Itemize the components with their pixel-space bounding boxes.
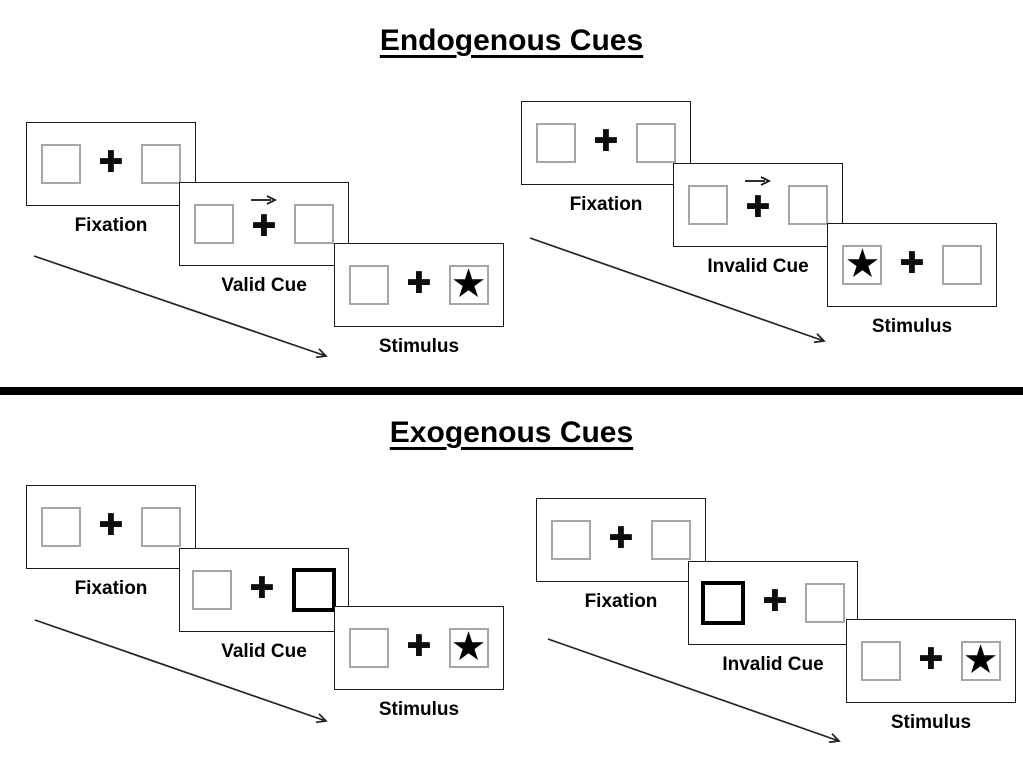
fixation-cross-icon: ✚ (98, 509, 124, 542)
exo-invalid-fixation-panel: ✚ Fixation (536, 498, 706, 613)
fixation-cross-icon: ✚ (406, 630, 432, 663)
left-placeholder-box (349, 628, 390, 668)
left-placeholder-box (41, 507, 82, 547)
panel-label: Stimulus (378, 336, 460, 357)
exo-valid-time-arrow (34, 619, 328, 724)
screen-frame: ✚ ★ (334, 606, 504, 690)
panel-label: Fixation (584, 591, 658, 612)
right-placeholder-box (293, 204, 334, 244)
right-placeholder-box (140, 144, 181, 184)
left-placeholder-box (349, 265, 390, 305)
exogenous-section-title: Exogenous Cues (0, 416, 1023, 450)
left-bold-cue-box (701, 581, 746, 625)
right-target-box: ★ (960, 638, 1001, 682)
screen-frame: ✚ (26, 485, 196, 569)
endo-valid-cue-panel: ✚ Valid Cue (179, 182, 349, 297)
fixation-cross-icon: ✚ (745, 191, 771, 224)
screen-frame: ★ ✚ (827, 223, 997, 307)
endo-valid-time-arrow (33, 255, 328, 359)
endogenous-section-title: Endogenous Cues (0, 24, 1023, 58)
fixation-cross-icon: ✚ (249, 572, 275, 605)
panel-label: Stimulus (890, 712, 972, 733)
panel-label: Valid Cue (221, 275, 307, 296)
endo-valid-fixation-panel: ✚ Fixation (26, 122, 196, 237)
star-target-icon: ★ (962, 638, 999, 682)
fixation-cross-icon: ✚ (608, 522, 634, 555)
panel-label: Fixation (74, 215, 148, 236)
section-divider (0, 387, 1023, 395)
left-target-box: ★ (842, 242, 883, 286)
exo-invalid-stimulus-panel: ✚ ★ Stimulus (846, 619, 1016, 734)
panel-label: Invalid Cue (707, 256, 809, 277)
right-placeholder-box (650, 520, 691, 560)
exo-invalid-time-arrow (547, 638, 841, 744)
fixation-cross-icon: ✚ (251, 210, 277, 243)
screen-frame: ✚ (536, 498, 706, 582)
star-target-icon: ★ (450, 262, 487, 306)
endo-invalid-time-arrow (529, 237, 826, 344)
right-placeholder-box (941, 245, 982, 285)
endogenous-title-text: Endogenous Cues (379, 24, 644, 57)
exo-invalid-cue-panel: ✚ Invalid Cue (688, 561, 858, 676)
central-cue: ✚ (250, 195, 277, 243)
right-placeholder-box (635, 123, 676, 163)
panel-label: Invalid Cue (722, 654, 824, 675)
star-target-icon: ★ (844, 242, 881, 286)
fixation-cross-icon: ✚ (593, 125, 619, 158)
panel-label: Valid Cue (221, 641, 307, 662)
left-placeholder-box (194, 204, 235, 244)
central-cue: ✚ (744, 176, 771, 224)
endo-invalid-fixation-panel: ✚ Fixation (521, 101, 691, 216)
fixation-cross-icon: ✚ (762, 585, 788, 618)
fixation-cross-icon: ✚ (98, 146, 124, 179)
endo-invalid-cue-panel: ✚ Invalid Cue (673, 163, 843, 278)
screen-frame: ✚ ★ (334, 243, 504, 327)
fixation-cross-icon: ✚ (406, 267, 432, 300)
cue-arrow-right-icon (250, 195, 277, 205)
left-placeholder-box (861, 641, 902, 681)
screen-frame: ✚ (673, 163, 843, 247)
screen-frame: ✚ (179, 548, 349, 632)
right-target-box: ★ (448, 625, 489, 669)
panel-label: Fixation (569, 194, 643, 215)
exo-valid-fixation-panel: ✚ Fixation (26, 485, 196, 600)
panel-label: Stimulus (871, 316, 953, 337)
screen-frame: ✚ (179, 182, 349, 266)
exo-valid-stimulus-panel: ✚ ★ Stimulus (334, 606, 504, 721)
left-placeholder-box (688, 185, 729, 225)
right-bold-cue-box (291, 568, 336, 612)
exogenous-title-text: Exogenous Cues (389, 416, 634, 449)
fixation-cross-icon: ✚ (918, 643, 944, 676)
right-placeholder-box (804, 583, 845, 623)
star-target-icon: ★ (450, 625, 487, 669)
screen-frame: ✚ ★ (846, 619, 1016, 703)
screen-frame: ✚ (688, 561, 858, 645)
left-placeholder-box (192, 570, 233, 610)
screen-frame: ✚ (26, 122, 196, 206)
left-placeholder-box (536, 123, 577, 163)
fixation-cross-icon: ✚ (899, 247, 925, 280)
endo-invalid-stimulus-panel: ★ ✚ Stimulus (827, 223, 997, 338)
right-placeholder-box (140, 507, 181, 547)
left-placeholder-box (41, 144, 82, 184)
left-placeholder-box (551, 520, 592, 560)
endo-valid-stimulus-panel: ✚ ★ Stimulus (334, 243, 504, 358)
panel-label: Stimulus (378, 699, 460, 720)
right-target-box: ★ (448, 262, 489, 306)
panel-label: Fixation (74, 578, 148, 599)
exo-valid-cue-panel: ✚ Valid Cue (179, 548, 349, 663)
screen-frame: ✚ (521, 101, 691, 185)
right-placeholder-box (787, 185, 828, 225)
cue-arrow-right-icon (744, 176, 771, 186)
